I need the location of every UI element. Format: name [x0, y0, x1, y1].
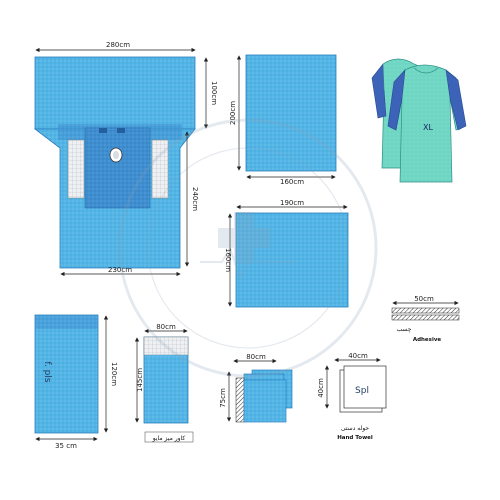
small-towels: 80cm 75cm	[219, 353, 293, 423]
main-drape-side-label: 240cm	[191, 187, 199, 211]
mayo-cover-caption: کاور میز مایو	[152, 435, 186, 442]
adhesive-caption: Adhesive	[413, 337, 442, 343]
hand-towel-inner-text: Spl	[355, 386, 369, 396]
main-drape	[33, 56, 196, 269]
gown-size-label: XL	[423, 123, 433, 132]
hand-towel-width-label: 40cm	[348, 352, 368, 360]
mayo-drape-inner-text: f. pls	[42, 361, 52, 382]
hand-towel-height-label: 40cm	[317, 378, 325, 398]
hand-towel-caption: Hand Towel	[337, 435, 373, 441]
adhesive-tape: 50cm چسب Adhesive	[391, 295, 460, 343]
towels-height-label: 75cm	[219, 388, 227, 408]
towels-width-label: 80cm	[246, 353, 266, 361]
sheet-width-label: 190cm	[280, 199, 304, 207]
square-drape-height-label: 200cm	[229, 101, 237, 125]
mayo-table-cover: 80cm 145cm کاور میز مایو	[134, 323, 194, 443]
square-drape-width-label: 160cm	[280, 178, 304, 186]
hand-towel: 40cm Spl 40cm حوله دستی Hand Towel	[317, 352, 387, 441]
large-sheet: 190cm 160cm	[224, 199, 349, 308]
hand-towel-caption-ar: حوله دستی	[341, 425, 370, 432]
adhesive-caption-ar: چسب	[397, 326, 412, 333]
sheet-height-label: 160cm	[224, 248, 232, 272]
mayo-cover-width-label: 80cm	[156, 323, 176, 331]
main-drape-width-label: 280cm	[106, 41, 130, 49]
surgical-gown-icon: XL	[371, 58, 467, 183]
medical-cross-logo-icon	[118, 118, 378, 378]
mayo-drape-height-label: 120cm	[110, 362, 118, 386]
mayo-drape: f. pls 120cm 35 cm	[34, 314, 118, 450]
adhesive-width-label: 50cm	[414, 295, 434, 303]
mayo-cover-height-label: 145cm	[136, 368, 144, 392]
mayo-drape-width-label: 35 cm	[55, 442, 77, 450]
main-drape-dimensions: 280cm 100cm 240cm 230cm	[35, 41, 218, 277]
main-drape-top-label: 100cm	[210, 81, 218, 105]
square-drape: 200cm 160cm	[229, 54, 337, 186]
main-drape-bottom-label: 230cm	[108, 266, 132, 274]
